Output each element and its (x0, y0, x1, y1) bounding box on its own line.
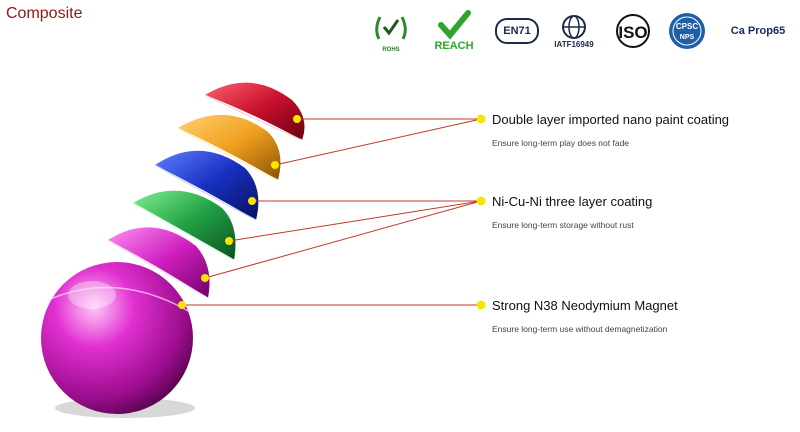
magnet-core-sphere (41, 262, 193, 414)
callout-subtext: Ensure long-term storage without rust (492, 220, 634, 230)
iatf-icon: IATF16949 (548, 8, 600, 54)
cpsc-icon: CPSC NPS (664, 8, 710, 54)
shell-layer-red (204, 82, 305, 141)
svg-text:NPS: NPS (680, 34, 695, 41)
svg-text:CPSC: CPSC (676, 22, 698, 31)
svg-text:ISO: ISO (618, 23, 647, 42)
shell-layer-green (132, 190, 236, 261)
page-title: Composite (6, 5, 83, 22)
callout-heading: Double layer imported nano paint coating (492, 112, 730, 127)
leader-lines (182, 118, 482, 306)
callout-heading: Ni-Cu-Ni three layer coating (492, 194, 653, 209)
shell-layer-orange (177, 114, 281, 181)
shell-layer-blue (154, 150, 259, 221)
callout-nicuni-coating: Ni-Cu-Ni three layer coating Ensure long… (492, 194, 652, 230)
callout-paint-coating: Double layer imported nano paint coating… (492, 112, 729, 148)
ca-prop65-icon: Ca Prop65 (730, 25, 786, 37)
callout-n38-magnet: Strong N38 Neodymium Magnet Ensure long-… (492, 298, 678, 334)
callout-dots (178, 114, 486, 310)
callout-subtext: Ensure long-term use without demagnetiza… (492, 324, 668, 334)
reach-icon: REACH (432, 8, 476, 54)
callout-heading: Strong N38 Neodymium Magnet (492, 298, 678, 313)
iso-icon: ISO (608, 8, 658, 54)
rohs-icon: ROHS (368, 8, 414, 54)
en71-icon: EN71 (494, 8, 540, 54)
callout-subtext: Ensure long-term play does not fade (492, 138, 630, 148)
shell-layer-magenta (107, 227, 210, 299)
